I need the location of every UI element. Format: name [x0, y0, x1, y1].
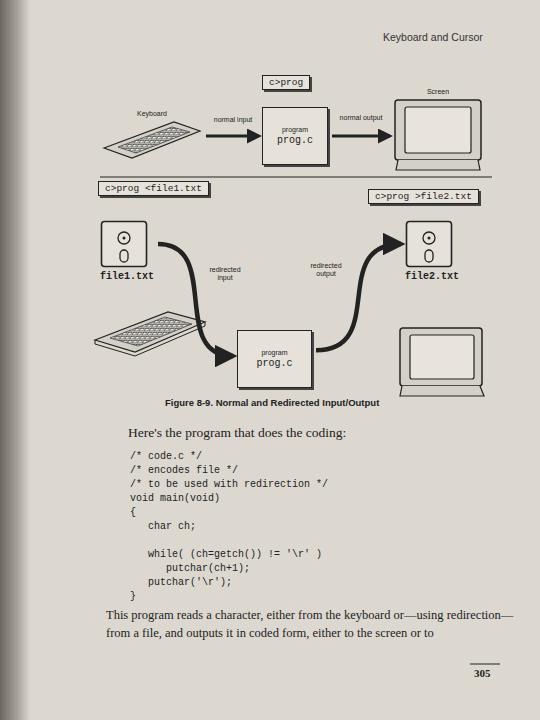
node-text: file2.txt — [405, 271, 459, 282]
separator-line — [100, 176, 492, 177]
node-text: prog.c — [277, 135, 313, 146]
page-number-rule — [470, 664, 500, 665]
node-text: prog.c — [256, 358, 292, 369]
program-box: program prog.c — [237, 330, 312, 388]
node-text: c>prog — [269, 77, 303, 88]
edge-label: normal input — [210, 116, 256, 124]
command-box: c>prog <file1.txt — [98, 181, 209, 196]
edge-label: redirected output — [302, 262, 350, 278]
keyboard-icon — [102, 120, 202, 160]
command-box: c>prog — [262, 75, 310, 90]
edge-label: normal output — [336, 114, 386, 122]
arrow-connector — [316, 244, 401, 350]
node-text: Screen — [427, 88, 449, 95]
code-line: /* encodes file */ — [130, 465, 238, 476]
keyboard-drawing — [95, 312, 205, 356]
node-text: file1.txt — [100, 271, 154, 282]
monitor-drawing — [400, 328, 484, 396]
node-text: c>prog >file2.txt — [375, 191, 472, 202]
arrow-connector — [332, 135, 390, 138]
screen-node: Screen — [393, 88, 483, 172]
monitor-icon — [393, 98, 483, 172]
arrow-connector — [206, 135, 259, 138]
code-line: void main(void) — [130, 493, 220, 504]
keyboard-node: Keyboard — [102, 110, 202, 160]
code-line: } — [130, 591, 136, 602]
node-text: program — [261, 349, 287, 356]
command-box: c>prog >file2.txt — [368, 189, 479, 204]
code-line: { — [130, 507, 136, 518]
arrow-connector — [158, 244, 233, 356]
code-line: putchar('\r'); — [130, 577, 232, 588]
body-text: This program reads a character, either f… — [106, 606, 514, 642]
body-text: Here's the program that does the coding: — [128, 425, 346, 441]
program-box: program prog.c — [262, 107, 328, 165]
node-text: Keyboard — [137, 110, 167, 117]
code-line: putchar(ch+1); — [130, 563, 250, 574]
figure-caption: Figure 8-9. Normal and Redirected Input/… — [165, 397, 379, 408]
node-text: c>prog <file1.txt — [105, 183, 202, 194]
node-text: program — [282, 126, 308, 133]
disk-node: file1.txt — [100, 220, 154, 282]
code-line: char ch; — [130, 521, 196, 532]
disk-icon — [100, 220, 148, 268]
code-line: /* to be used with redirection */ — [130, 479, 328, 490]
code-line: /* code.c */ — [130, 451, 202, 462]
disk-node: file2.txt — [405, 220, 459, 282]
running-head: Keyboard and Cursor — [383, 31, 483, 43]
code-line: while( (ch=getch()) != '\r' ) — [130, 549, 322, 560]
edge-label: redirected input — [203, 266, 247, 282]
disk-icon — [405, 220, 453, 268]
page-gutter — [0, 0, 30, 720]
page-number: 305 — [474, 667, 491, 679]
